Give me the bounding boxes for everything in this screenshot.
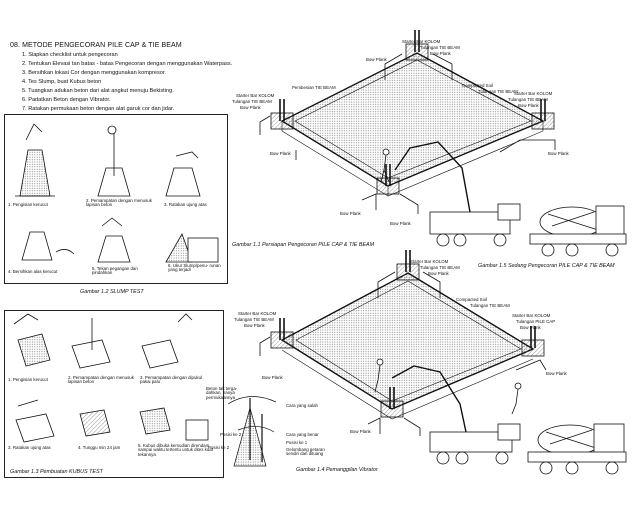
bottom-label-tulangan-tie-beam-right: Tulangan TIE BEAM xyxy=(470,303,510,308)
kubus-test-frame xyxy=(4,310,224,478)
slump-label-5: 5. Tekan pegangan dan pindahkan xyxy=(92,266,138,276)
top-slab-plan xyxy=(280,52,545,197)
bottom-label-tulangan-tie-beam-left: Tulangan TIE BEAM xyxy=(234,317,274,322)
step-1: 1. Siapkan checklist untuk pengecoran xyxy=(22,52,118,58)
top-label-tulangan-tie-beam: Tulangan TIE BEAM xyxy=(420,45,460,50)
top-label-bow-plank-mid: Bow Plank xyxy=(270,151,291,156)
vibrator-note-5: Posisi ke 1 xyxy=(286,440,308,445)
vibrator-note-7: Posisi ke 2 xyxy=(208,445,230,450)
bottom-label-bow-plank-left: Bow Plank xyxy=(244,323,265,328)
kubus-label-3: 3. Pemampatan dengan dipukul pakai palu xyxy=(140,375,203,385)
vibrator-note-1: Beton tak terga- dahkan, hanya permukaan… xyxy=(206,386,238,400)
top-label-starter-kolom-right: Starter Bar KOLOM xyxy=(514,91,553,96)
step-4: 4. Tes Slump, buat Kubus beton xyxy=(22,79,102,85)
kubus-caption: Gambar 1.3 Pembuatan KUBUS TEST xyxy=(10,469,103,475)
bottom-label-bow-plank-far: Bow Plank xyxy=(546,371,567,376)
top-label-starter-kolom-left: Starter Bar KOLOM xyxy=(236,93,275,98)
bottom-label-bow-plank-right: Bow Plank xyxy=(520,325,541,330)
step-6: 6. Padatkan Beton dengan Vibrator. xyxy=(22,97,111,103)
slump-icons xyxy=(15,123,219,263)
bottom-label-tulangan-pile-cap: Tulangan PILE CAP xyxy=(516,319,556,324)
top-label-tulangan-tie-beam-far: Tulangan TIE BEAM xyxy=(508,97,548,102)
vibrator-detail xyxy=(227,396,277,467)
bottom-caption: Gambar 1.4 Pemanggilan Vibrator xyxy=(296,467,378,473)
top-worker-figure xyxy=(380,148,390,183)
top-caption-left: Gambar 1.1 Persiapan Pengecoran PILE CAP… xyxy=(232,242,375,248)
bottom-pump-truck xyxy=(391,365,521,465)
slump-label-4: 4. Bersihkan alas kerucut xyxy=(8,269,58,274)
top-bow-planks xyxy=(259,53,556,214)
step-3: 3. Bersihkan lokasi Cor dengan menggunak… xyxy=(22,70,166,76)
step-5: 5. Tuangkan adukan beton dari alat angku… xyxy=(22,88,174,94)
vibrator-note-4: Cara yang benar xyxy=(286,432,319,437)
slump-label-3: 3. Ratakan ujung atas xyxy=(164,202,207,207)
kubus-icons xyxy=(13,313,209,443)
step-7: 7. Ratakan permukaan beton dengan alat g… xyxy=(22,106,175,112)
bottom-worker-figures xyxy=(374,358,522,415)
kubus-label-2: 2. Pemampatan dengan menusuk lapisan bet… xyxy=(68,375,134,385)
top-label-bow-plank-far: Bow Plank xyxy=(518,103,539,108)
top-mixer-truck xyxy=(529,205,627,257)
bottom-label-starter-kolom-left: Starter Bar KOLOM xyxy=(238,311,277,316)
bottom-label-starter-kolom: Starter Bar KOLOM xyxy=(410,259,449,264)
vibrator-note-6: Gelombang getaran sendiri dan dituang xyxy=(286,447,325,457)
slump-label-2: 2. Pemampatan dengan menusuk lapisan bet… xyxy=(86,198,152,208)
kubus-label-4: 3. Ratakan ujung atas xyxy=(8,445,51,450)
top-label-compacted-soil: Compacted Soil xyxy=(462,83,493,88)
top-pile-caps xyxy=(270,30,555,195)
slump-test-frame xyxy=(4,114,228,284)
bottom-label-bow-plank: Bow Plank xyxy=(428,271,449,276)
bottom-label-tulangan-tie-beam: Tulangan TIE BEAM xyxy=(420,265,460,270)
kubus-label-5: 4. Tunggu min 24 jam xyxy=(78,445,121,450)
slump-label-1: 1. Pengisian kerucut xyxy=(8,202,48,207)
slump-caption: Gambar 1.2 SLUMP TEST xyxy=(80,289,144,295)
top-label-tulangan-tie-beam-right: Tulangan TIE BEAM xyxy=(478,89,518,94)
top-label-bow-plank-bottom2: Bow Plank xyxy=(390,221,411,226)
bottom-bow-planks xyxy=(259,271,547,436)
bottom-pile-caps xyxy=(270,250,545,418)
top-label-bow-plank: Bow Plank xyxy=(430,51,451,56)
top-caption-right: Gambar 1.5 Sedang Pengecoran PILE CAP & … xyxy=(478,263,615,269)
bottom-label-bow-plank-mid: Bow Plank xyxy=(262,375,283,380)
bottom-mixer-truck xyxy=(527,423,627,475)
vibrator-note-2: Cara yang salah xyxy=(286,403,318,408)
page-title: 08. METODE PENGECORAN PILE CAP & TIE BEA… xyxy=(10,42,182,49)
slump-label-6: 6. Ukur Slump/penu- runan yang terjadi xyxy=(168,263,221,273)
top-label-bow-plank-right: Bow Plank xyxy=(548,151,569,156)
bottom-label-compacted-soil: Compacted Soil xyxy=(456,297,487,302)
top-label-bow-plank-left2: Bow Plank xyxy=(240,105,261,110)
bottom-slab-plan xyxy=(280,272,535,420)
top-label-pembesian: Pembesian TIE BEAM xyxy=(292,85,336,90)
top-label-tulangan-tie-beam-left: Tulangan TIE BEAM xyxy=(232,99,272,104)
kubus-label-6: 5. Kubus dibuka kemudian direndam sampai… xyxy=(138,443,213,457)
kubus-label-1: 1. Pengisian kerucut xyxy=(8,377,48,382)
top-pump-truck xyxy=(394,141,521,247)
top-label-bow-plank-left: Bow Plank xyxy=(366,57,387,62)
step-2: 2. Tentukan Elevasi tan batas - batas Pe… xyxy=(22,61,233,67)
top-label-bow-plank-bottom: Bow Plank xyxy=(340,211,361,216)
bottom-label-starter-kolom-right: Starter Bar KOLOM xyxy=(512,313,551,318)
bottom-label-bow-plank-bottom: Bow Plank xyxy=(350,429,371,434)
vibrator-note-3: Posisi ke 2 xyxy=(220,432,242,437)
top-label-starter-kolom: Starter Bar KOLOM xyxy=(402,39,441,44)
